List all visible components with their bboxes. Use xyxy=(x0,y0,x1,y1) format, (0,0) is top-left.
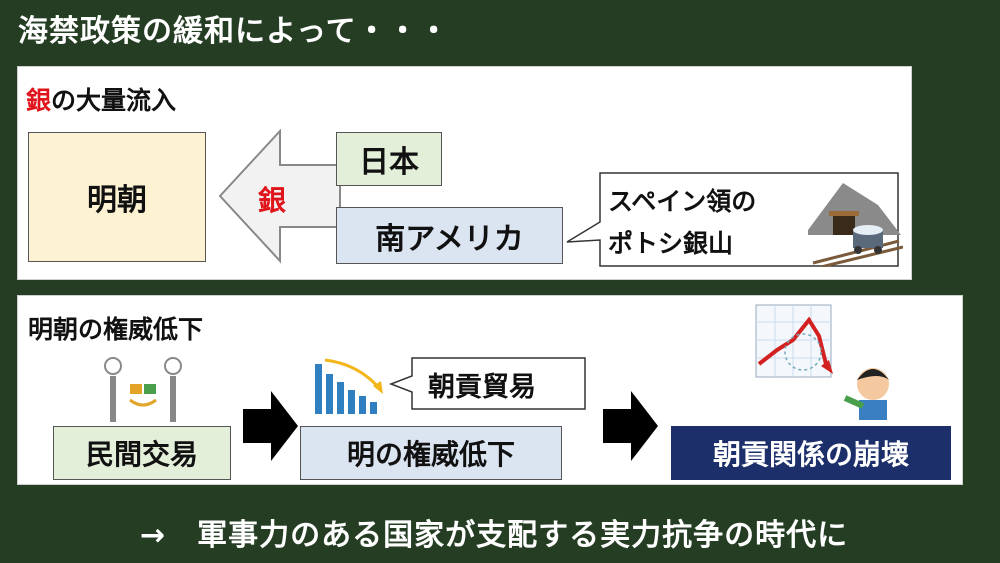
silver-heading: 銀の大量流入 xyxy=(26,81,176,117)
japan-box: 日本 xyxy=(336,132,442,186)
silver-arrow-label: 銀 xyxy=(258,184,287,217)
decline-panel: 明朝の権威低下 民間交易 朝貢貿易 明の権威低下 xyxy=(17,295,963,485)
silver-inflow-panel: 銀の大量流入 明朝 銀 日本 南アメリカ スペイン領の ポトシ銀山 xyxy=(17,66,912,280)
silver-mine-cart-icon xyxy=(808,183,903,267)
handshake-trade-icon xyxy=(104,357,182,422)
potosi-callout-line2: ポトシ銀山 xyxy=(608,229,734,258)
silver-flow-arrow-icon xyxy=(218,129,341,264)
step-arrow-icon xyxy=(243,391,298,461)
silver-heading-red: 銀 xyxy=(26,86,52,115)
slide-title: 海禁政策の緩和によって・・・ xyxy=(18,14,450,49)
south-america-box: 南アメリカ xyxy=(336,207,563,264)
silver-heading-rest: の大量流入 xyxy=(51,86,177,115)
conclusion-text: → 軍事力のある国家が支配する実力抗争の時代に xyxy=(140,518,849,553)
tribute-trade-callout: 朝貢貿易 xyxy=(428,372,536,403)
declining-bar-chart-icon xyxy=(315,358,383,414)
decline-heading: 明朝の権威低下 xyxy=(28,315,204,344)
potosi-callout-bubble xyxy=(566,172,899,267)
ming-authority-decline-box: 明の権威低下 xyxy=(300,426,562,480)
ming-dynasty-box: 明朝 xyxy=(28,132,206,262)
private-trade-box: 民間交易 xyxy=(53,426,231,480)
tribute-trade-callout-bubble xyxy=(388,357,586,410)
crashing-graph-icon xyxy=(755,304,889,420)
tribute-collapse-box: 朝貢関係の崩壊 xyxy=(671,426,951,480)
step-arrow-icon xyxy=(603,391,658,461)
potosi-callout-line1: スペイン領の xyxy=(608,187,757,216)
